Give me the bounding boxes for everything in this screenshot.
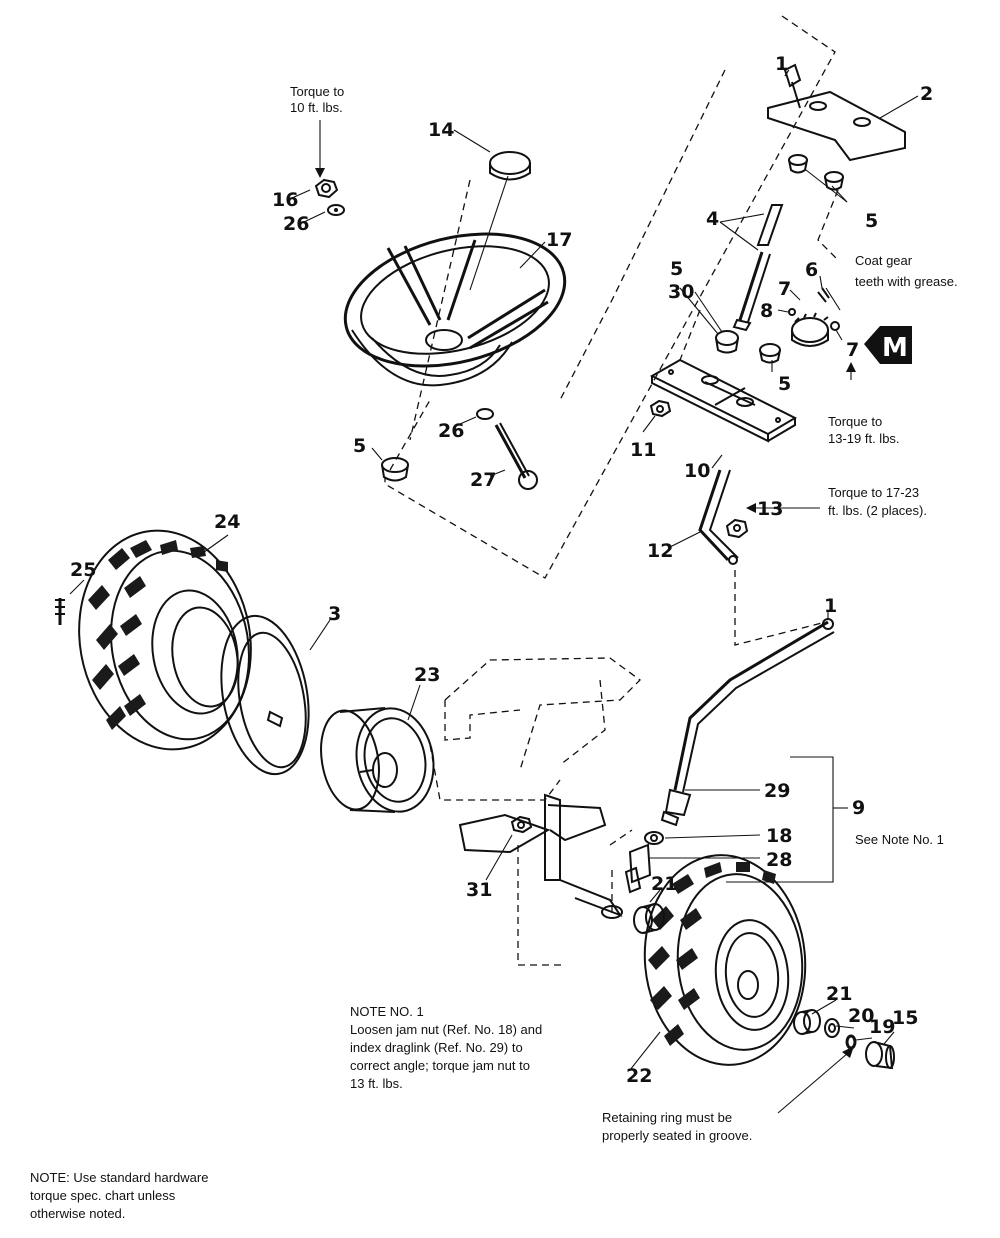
bushing-left	[381, 457, 409, 482]
nut-13	[725, 518, 749, 539]
steering-wheel	[343, 232, 567, 387]
steering-shaft	[732, 204, 784, 332]
nut-31	[510, 815, 533, 834]
bearing-21-right	[793, 1009, 821, 1035]
callout-21-left: 21	[651, 873, 677, 895]
note-see-note-1: See Note No. 1	[855, 832, 944, 847]
note-standard-line3: otherwise noted.	[30, 1206, 125, 1221]
callout-28: 28	[766, 849, 792, 871]
callout-5-upper-right: 5	[865, 210, 878, 232]
callout-1-upper: 1	[775, 53, 788, 75]
callout-31: 31	[466, 879, 492, 901]
callout-14: 14	[428, 119, 454, 141]
callout-26-lower: 26	[438, 420, 464, 442]
nut-and-washer-upper	[314, 178, 345, 216]
note1-line2: index draglink (Ref. No. 29) to	[350, 1040, 523, 1055]
note-torque-1723-line1: Torque to 17-23	[828, 485, 919, 500]
note-retaining-ring-line1: Retaining ring must be	[602, 1110, 732, 1125]
note-torque-1319-line1: Torque to	[828, 414, 882, 429]
callout-18: 18	[766, 825, 792, 847]
hub-cap-15	[865, 1041, 895, 1070]
callout-25: 25	[70, 559, 96, 581]
note-retaining-ring-line2: properly seated in groove.	[602, 1128, 752, 1143]
jam-nut-18	[644, 831, 664, 845]
callout-16: 16	[272, 189, 298, 211]
bushing-5-lower	[759, 343, 781, 364]
callout-7-right: 7	[846, 339, 859, 361]
note-torque-1723-line2: ft. lbs. (2 places).	[828, 503, 927, 518]
callout-22: 22	[626, 1065, 652, 1087]
callout-8: 8	[760, 300, 773, 322]
callout-5-lower: 5	[778, 373, 791, 395]
note-torque-1319-line2: 13-19 ft. lbs.	[828, 431, 900, 446]
badge-M: M	[864, 326, 912, 364]
draglink	[660, 618, 835, 827]
callout-17: 17	[546, 229, 572, 251]
callout-5-left: 5	[353, 435, 366, 457]
callout-10: 10	[684, 460, 710, 482]
valve-stem-bolt-25	[55, 598, 65, 625]
callout-3: 3	[328, 603, 341, 625]
callout-24: 24	[214, 511, 240, 533]
callout-21-right: 21	[826, 983, 852, 1005]
annotation-notes: Torque to 10 ft. lbs. Coat gear teeth wi…	[30, 84, 958, 1221]
ball-joint-28	[624, 843, 652, 894]
callout-20: 20	[848, 1005, 874, 1027]
right-tire	[643, 854, 807, 1066]
badge-letter: M	[882, 333, 908, 363]
washer-20	[824, 1018, 840, 1038]
callout-15: 15	[892, 1007, 918, 1029]
left-tire	[78, 529, 252, 751]
callout-numbers: 1 2 3 4 5 5 5 5 6 7 7 8 9 10 11 12 13 14…	[70, 53, 933, 1087]
callout-6: 6	[805, 259, 818, 281]
note1-title: NOTE NO. 1	[350, 1004, 424, 1019]
note-standard-line2: torque spec. chart unless	[30, 1188, 176, 1203]
steering-plate	[649, 358, 798, 443]
callout-12: 12	[647, 540, 673, 562]
note-standard-line1: NOTE: Use standard hardware	[30, 1170, 208, 1185]
callout-11: 11	[630, 439, 656, 461]
callout-19: 19	[869, 1016, 895, 1038]
washer-and-bolt-lower	[476, 408, 538, 490]
note1-line3: correct angle; torque jam nut to	[350, 1058, 530, 1073]
note-torque-10-line2: 10 ft. lbs.	[290, 100, 343, 115]
front-axle-frame	[429, 657, 641, 919]
callout-7-left: 7	[778, 278, 791, 300]
note-coat-gear-line2: teeth with grease.	[855, 274, 958, 289]
note-torque-10-line1: Torque to	[290, 84, 344, 99]
steering-support-bracket	[767, 63, 906, 162]
steering-arm-12	[698, 469, 739, 565]
callout-13: 13	[757, 498, 783, 520]
inner-tube	[220, 614, 310, 776]
callout-1-lower: 1	[824, 595, 837, 617]
column-bushings	[788, 154, 844, 191]
pinion-gear	[788, 287, 840, 347]
callout-27: 27	[470, 469, 496, 491]
callout-4: 4	[706, 208, 719, 230]
note1-line1: Loosen jam nut (Ref. No. 18) and	[350, 1022, 542, 1037]
callout-9: 9	[852, 797, 865, 819]
callout-26-upper: 26	[283, 213, 309, 235]
wheel-cap	[469, 151, 531, 291]
bracket-9	[726, 756, 848, 883]
bushing-30	[715, 330, 739, 354]
callout-30: 30	[668, 281, 694, 303]
callout-2: 2	[920, 83, 933, 105]
callout-23: 23	[414, 664, 440, 686]
callout-5-middle: 5	[670, 258, 683, 280]
leader-lines	[69, 65, 919, 1114]
note1-line4: 13 ft. lbs.	[350, 1076, 403, 1091]
left-rim	[320, 707, 435, 813]
bearing-21-left	[633, 903, 665, 934]
callout-29: 29	[764, 780, 790, 802]
assembly-dashed-lines	[384, 15, 839, 966]
note-coat-gear-line1: Coat gear	[855, 253, 913, 268]
nut-11	[649, 399, 672, 418]
